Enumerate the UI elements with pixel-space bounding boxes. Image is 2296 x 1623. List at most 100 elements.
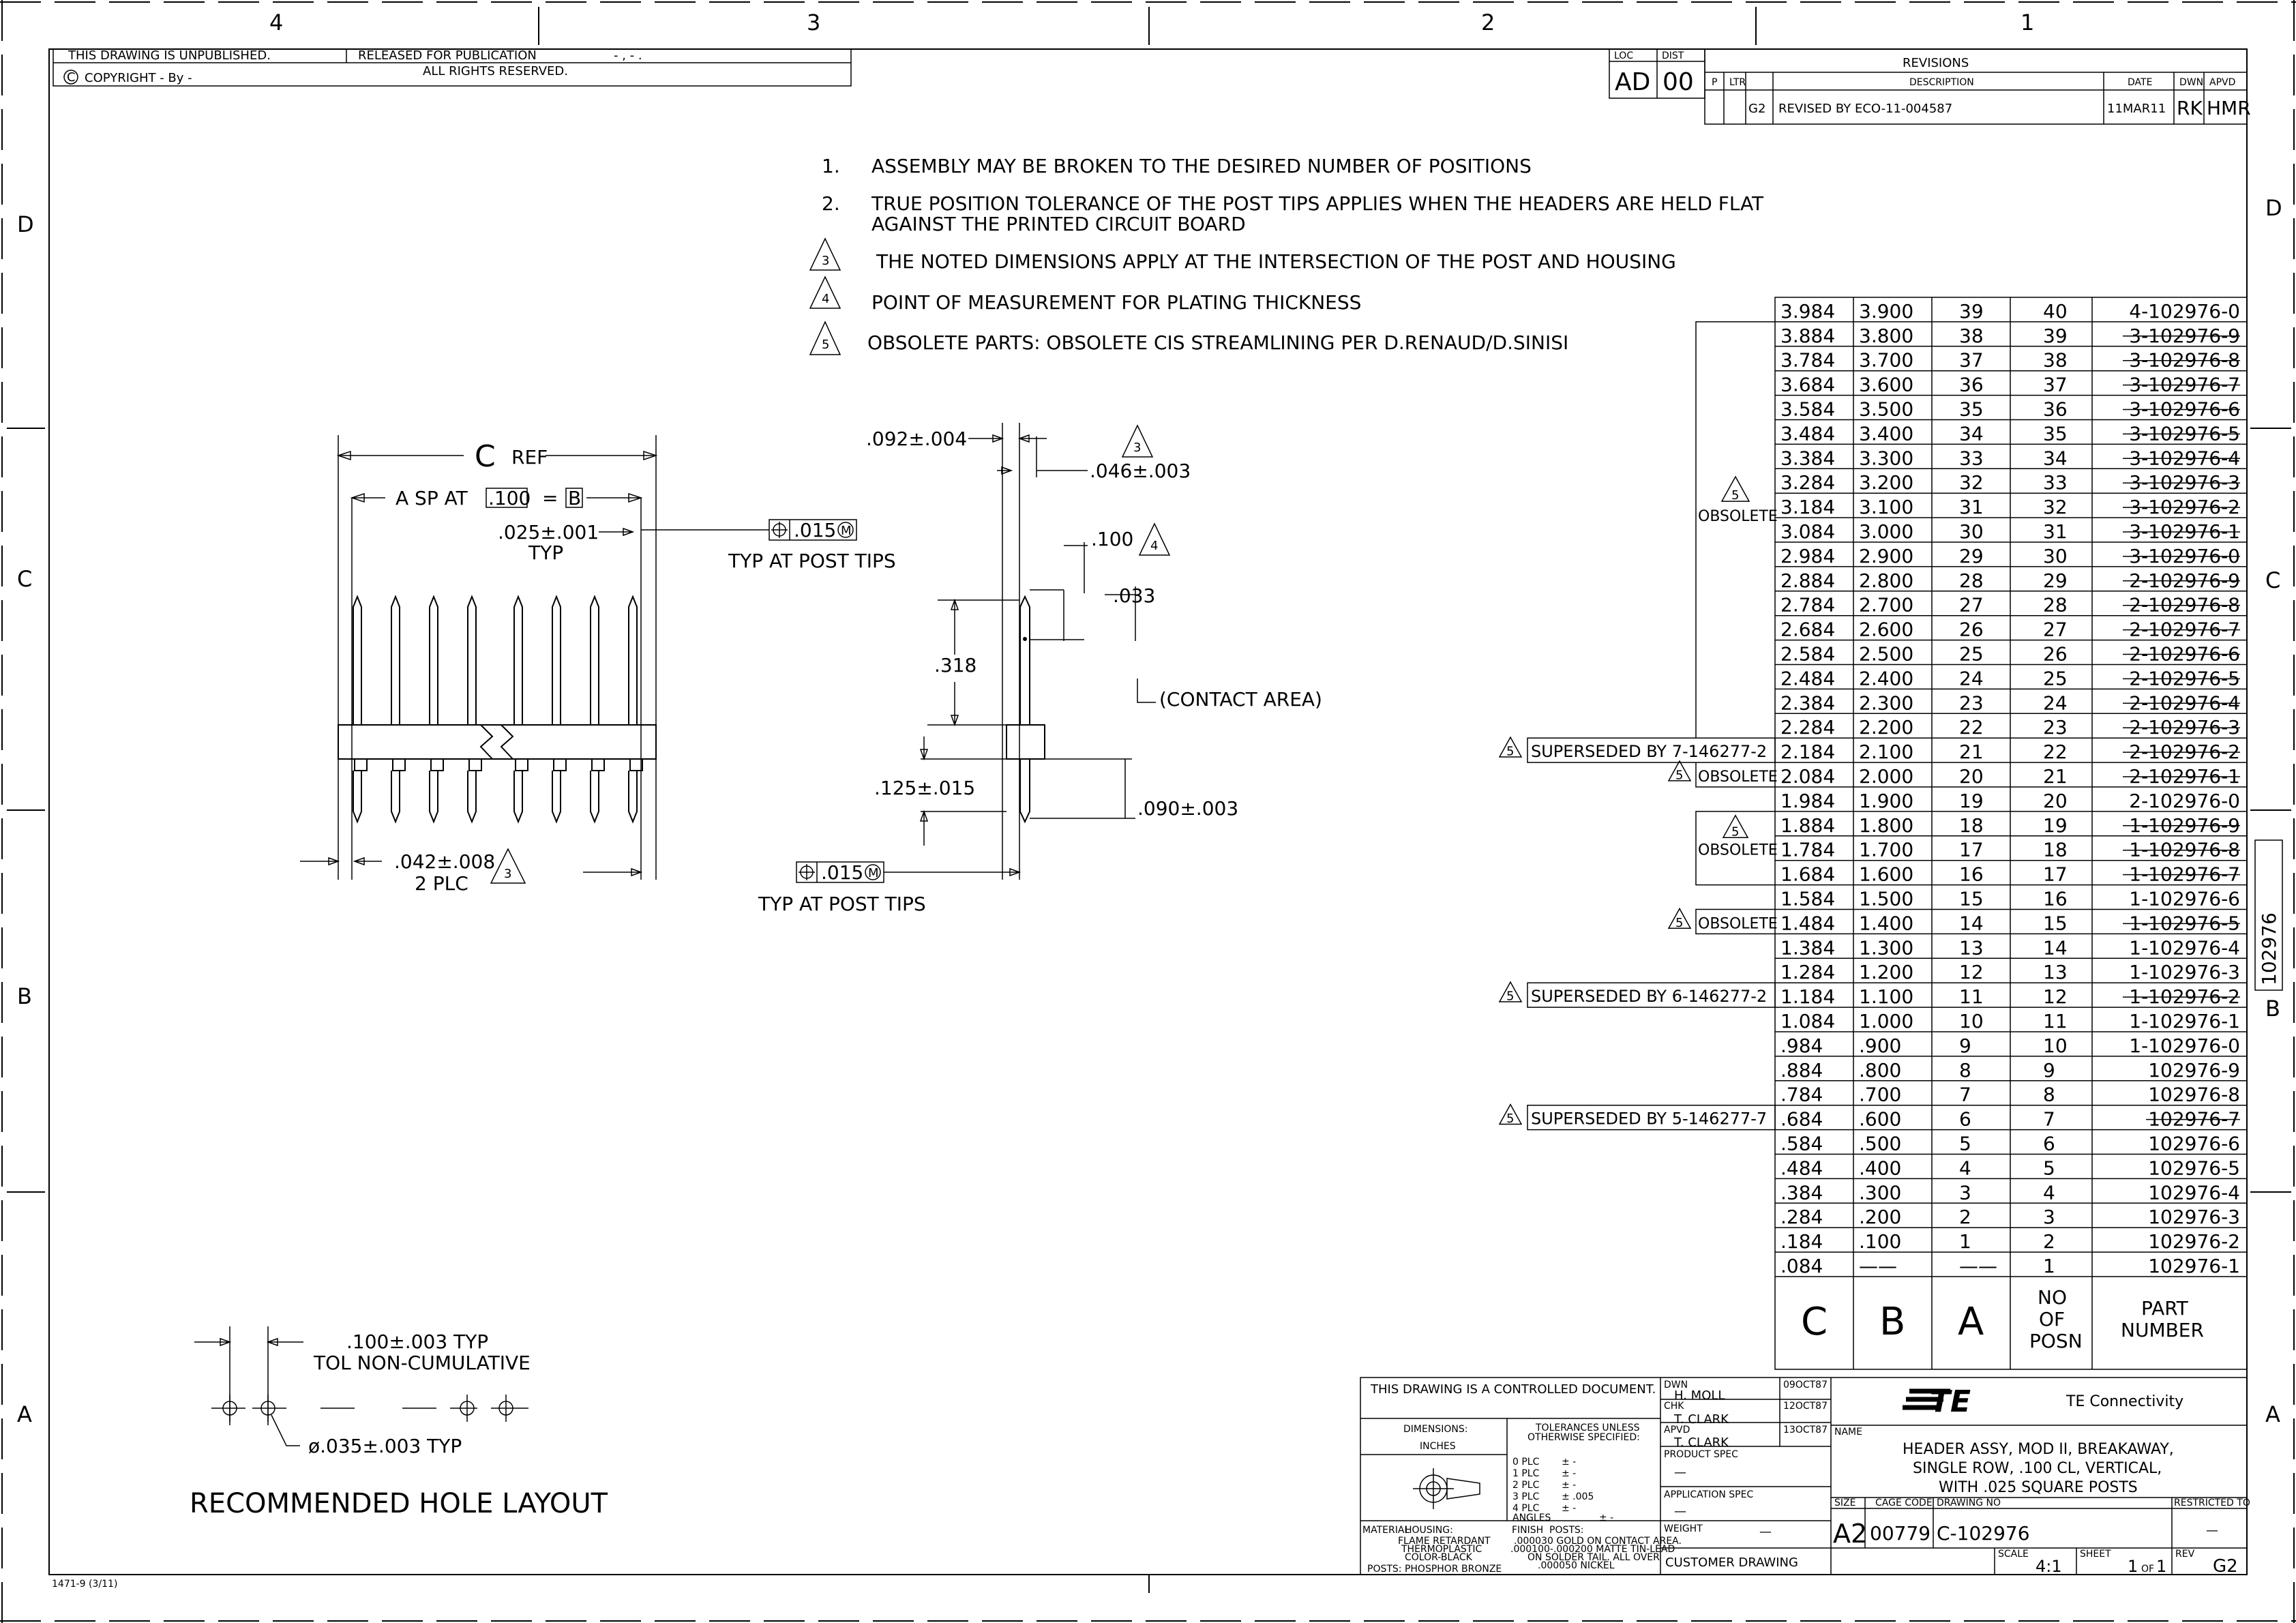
cell-c: 2.184 [1780, 741, 1835, 763]
cell-no-posn: 37 [2043, 374, 2068, 396]
obsolete-label: OBSOLETE [1698, 508, 1778, 525]
cell-part-number: 1-102976-4 [2129, 936, 2240, 959]
cell-no-posn: 36 [2043, 398, 2068, 421]
cell-a: 9 [1959, 1034, 1971, 1057]
obsolete-label: OBSOLETE [1698, 915, 1778, 932]
hole-tol: TOL NON-CUMULATIVE [313, 1352, 531, 1374]
cell-no-posn: 25 [2043, 667, 2068, 689]
cell-c: 3.284 [1780, 471, 1835, 494]
dwn-date: 09OCT87 [1783, 1380, 1828, 1390]
rev-date-header: DATE [2128, 77, 2152, 88]
cell-c: .484 [1780, 1157, 1823, 1179]
cell-no-posn: 12 [2043, 985, 2068, 1008]
apvd-name: T. CLARK [1673, 1435, 1729, 1450]
side-tri4: 4 [1150, 539, 1158, 553]
front-posts [353, 595, 638, 824]
obsolete-bracket [1695, 811, 1775, 886]
cell-b: 3.500 [1859, 398, 1913, 421]
weight-label: WEIGHT [1664, 1523, 1703, 1534]
chk-label: CHK [1664, 1401, 1684, 1412]
cell-c: 3.984 [1780, 300, 1835, 323]
cell-c: 2.284 [1780, 716, 1835, 739]
note-2-num: 2. [822, 192, 840, 215]
obsolete-triangle-num: 5 [1675, 916, 1683, 930]
note-2-text: TRUE POSITION TOLERANCE OF THE POST TIPS… [871, 192, 1764, 215]
cell-part-number: 102976-6 [2148, 1133, 2240, 1155]
hole-layout: .100±.003 TYP TOL NON-CUMULATIVE ø.035±.… [190, 1326, 608, 1519]
zone-col-4: 4 [269, 10, 283, 35]
cell-no-posn: 24 [2043, 691, 2068, 714]
cell-no-posn: 29 [2043, 569, 2068, 592]
cell-b: 1.400 [1859, 912, 1913, 934]
cell-no-posn: 20 [2043, 790, 2068, 812]
rev-desc: REVISED BY ECO-11-004587 [1778, 102, 1952, 116]
tol-title-2: OTHERWISE SPECIFIED: [1527, 1432, 1640, 1443]
cell-no-posn: 34 [2043, 447, 2068, 469]
cell-a: 8 [1959, 1059, 1971, 1082]
note-4-num: 4 [822, 292, 829, 306]
cell-no-posn: 32 [2043, 496, 2068, 518]
cell-a: 24 [1959, 667, 1984, 689]
cell-no-posn: 17 [2043, 863, 2068, 886]
mmc-top: M [841, 524, 852, 538]
notes: 1. ASSEMBLY MAY BE BROKEN TO THE DESIRED… [809, 155, 1764, 355]
cell-a: —— [1959, 1255, 1997, 1277]
obsolete-triangle-num: 5 [1506, 1112, 1514, 1126]
cell-part-number: 2-102976-0 [2129, 790, 2240, 812]
cell-no-posn: 18 [2043, 839, 2068, 861]
zone-row-b-right: B [2265, 996, 2280, 1022]
cell-b: 1.900 [1859, 790, 1913, 812]
hole-dia: ø.035±.003 TYP [308, 1435, 462, 1457]
cell-a: 12 [1959, 961, 1984, 983]
obsolete-triangle-num: 5 [1675, 768, 1683, 782]
d-092: .092±.004 [866, 428, 967, 450]
sheet-of: OF [2141, 1564, 2154, 1575]
cell-c: 1.684 [1780, 863, 1835, 886]
cell-c: .184 [1780, 1230, 1823, 1253]
tol-1plc: 1 PLC [1512, 1468, 1540, 1479]
cell-no-posn: 38 [2043, 349, 2068, 372]
cell-b: 1.500 [1859, 888, 1913, 910]
product-spec-value: — [1674, 1465, 1686, 1480]
cell-part-number: 4-102976-0 [2129, 300, 2240, 323]
cell-b: 1.000 [1859, 1010, 1913, 1032]
cell-no-posn: 33 [2043, 471, 2068, 494]
cell-a: 15 [1959, 888, 1984, 910]
posts-material: POSTS: PHOSPHOR BRONZE [1367, 1564, 1502, 1575]
finish-2: .000100-.000200 MATTE TIN-LEAD [1510, 1544, 1675, 1555]
zone-row-b: B [17, 983, 32, 1009]
restricted-label: RESTRICTED TO [2174, 1498, 2250, 1508]
cell-part-number: 102976-2 [2148, 1230, 2240, 1253]
header-of: OF [2039, 1308, 2065, 1330]
cell-b: 3.000 [1859, 520, 1913, 543]
cell-a: 31 [1959, 496, 1984, 518]
cell-part-number: 1-102976-1 [2129, 1010, 2240, 1032]
header-no: NO [2038, 1286, 2067, 1309]
cell-no-posn: 27 [2043, 619, 2068, 641]
pos-tol-top: .015 [794, 519, 836, 541]
cell-c: 2.484 [1780, 667, 1835, 689]
cell-b: 2.200 [1859, 716, 1913, 739]
finish-posts: POSTS: [1549, 1525, 1584, 1536]
d-318: .318 [934, 654, 976, 676]
revisions-block: LOC AD DIST 00 REVISIONS P LTR DESCRIPTI… [1609, 48, 2251, 125]
cell-part-number: 102976-8 [2148, 1084, 2240, 1106]
app-spec-value: — [1674, 1504, 1686, 1519]
cell-no-posn: 2 [2043, 1230, 2055, 1253]
cell-a: 7 [1959, 1084, 1971, 1106]
cell-part-number: 1-102976-6 [2129, 888, 2240, 910]
cell-no-posn: 1 [2043, 1255, 2055, 1277]
obsolete-box [1695, 762, 1775, 788]
rev-apvd: HMR [2207, 97, 2251, 119]
cell-no-posn: 21 [2043, 765, 2068, 788]
apvd-date: 13OCT87 [1783, 1425, 1828, 1435]
finish-label: FINISH [1512, 1525, 1543, 1536]
title-line-1: HEADER ASSY, MOD II, BREAKAWAY, [1903, 1441, 2174, 1458]
finish-1: .000030 GOLD ON CONTACT AREA. [1514, 1536, 1682, 1547]
cell-no-posn: 14 [2043, 936, 2068, 959]
cell-a: 28 [1959, 569, 1984, 592]
cell-a: 18 [1959, 814, 1984, 837]
cell-a: 19 [1959, 790, 1984, 812]
cell-c: 3.884 [1780, 325, 1835, 347]
cell-c: 1.984 [1780, 790, 1835, 812]
